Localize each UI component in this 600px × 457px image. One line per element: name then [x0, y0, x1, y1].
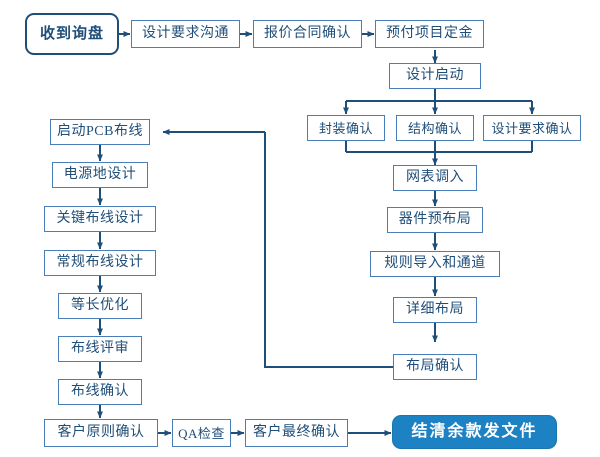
node-customer-principle-confirm[interactable]: 客户原则确认: [44, 419, 158, 447]
node-detailed-placement[interactable]: 详细布局: [393, 297, 477, 323]
node-placement-confirm[interactable]: 布局确认: [393, 354, 477, 380]
node-routing-confirm[interactable]: 布线确认: [58, 379, 142, 405]
node-start-inquiry[interactable]: 收到询盘: [25, 13, 119, 55]
node-regular-routing-design[interactable]: 常规布线设计: [44, 250, 156, 276]
edge-n13-n14-elbow: [264, 132, 398, 368]
node-design-kickoff[interactable]: 设计启动: [389, 63, 481, 89]
node-customer-final-confirm[interactable]: 客户最终确认: [245, 419, 348, 447]
node-component-pre-placement[interactable]: 器件预布局: [387, 207, 483, 233]
node-settle-balance-deliver-files[interactable]: 结清余款发文件: [392, 415, 557, 449]
node-qa-inspection[interactable]: QA检查: [172, 419, 231, 447]
node-power-ground-design[interactable]: 电源地设计: [52, 162, 148, 188]
node-length-matching-optimization[interactable]: 等长优化: [58, 293, 142, 319]
node-structure-confirm[interactable]: 结构确认: [396, 115, 474, 141]
node-netlist-import[interactable]: 网表调入: [393, 165, 477, 191]
node-start-pcb-routing[interactable]: 启动PCB布线: [50, 119, 150, 145]
node-quotation-contract-confirm[interactable]: 报价合同确认: [253, 20, 362, 48]
node-rule-import-and-channel[interactable]: 规则导入和通道: [370, 251, 500, 277]
node-critical-routing-design[interactable]: 关键布线设计: [44, 206, 156, 232]
node-package-confirm[interactable]: 封装确认: [307, 115, 385, 141]
node-design-requirement-confirm[interactable]: 设计要求确认: [483, 115, 581, 141]
node-routing-review[interactable]: 布线评审: [58, 336, 142, 362]
node-design-requirement-communication[interactable]: 设计要求沟通: [131, 20, 240, 48]
node-prepay-project-deposit[interactable]: 预付项目定金: [375, 20, 484, 48]
